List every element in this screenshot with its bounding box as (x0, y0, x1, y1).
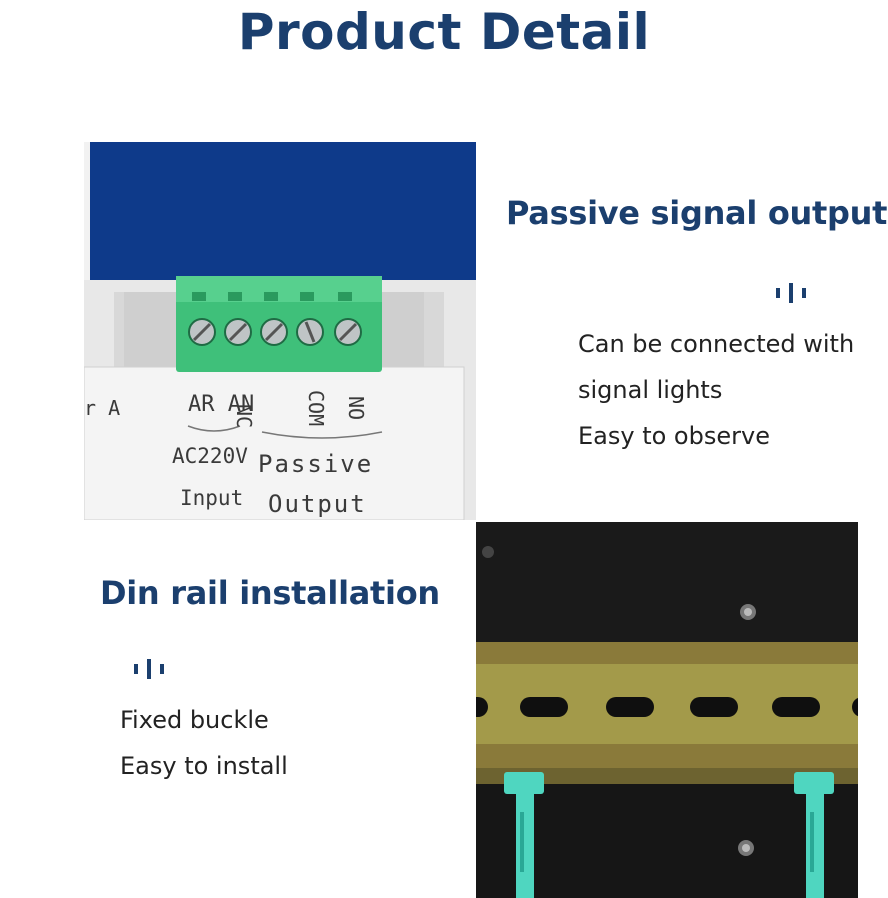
din-rail-heading: Din rail installation (100, 574, 440, 612)
label-no: NO (344, 396, 368, 421)
page-title: Product Detail (237, 3, 651, 61)
label-passive: Passive (258, 450, 374, 478)
passive-line-1: Can be connected with (578, 330, 855, 358)
din-rail-illustration (476, 522, 858, 898)
terminal-block-illustration (84, 142, 476, 520)
label-com: COM (304, 390, 328, 427)
label-nc: NC (232, 404, 256, 429)
passive-line-3: Easy to observe (578, 422, 770, 450)
label-output: Output (268, 490, 367, 518)
label-voltage: AC220V (172, 444, 248, 468)
passive-line-2: signal lights (578, 376, 723, 404)
din-line-2: Easy to install (120, 752, 288, 780)
label-input: Input (180, 486, 244, 510)
terminal-block-photo: r A AR AN NC COM NO AC220V Passive Input… (84, 142, 476, 520)
label-fragment: r A (84, 396, 121, 420)
din-rail-photo (476, 522, 858, 898)
label-ar-an: AR AN (188, 392, 255, 417)
signal-bars-icon (134, 659, 164, 679)
passive-signal-heading: Passive signal output (506, 194, 888, 232)
signal-bars-icon (776, 283, 806, 303)
din-line-1: Fixed buckle (120, 706, 269, 734)
